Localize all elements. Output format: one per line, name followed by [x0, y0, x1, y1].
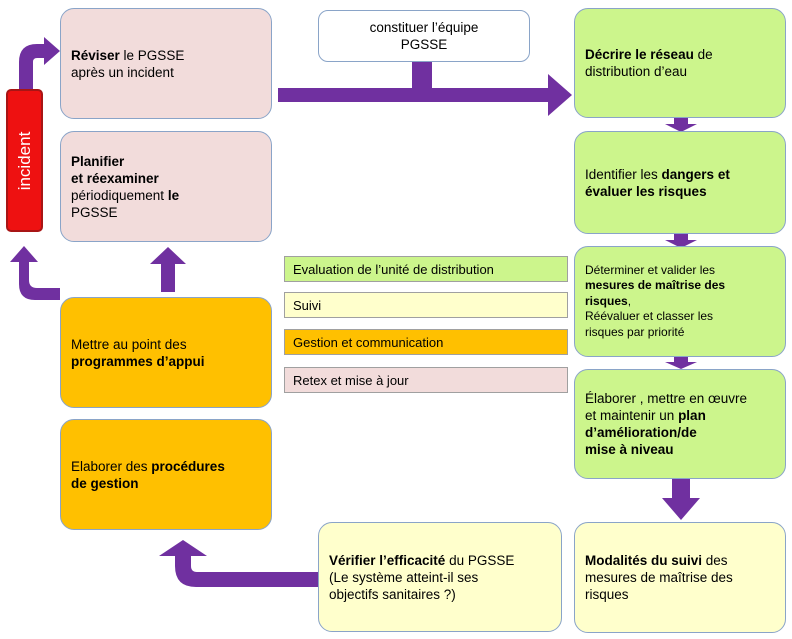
planifier-line3-bold: le: [167, 187, 180, 203]
modalites-line2: mesures de maîtrise des: [585, 570, 733, 585]
verifier-box: Vérifier l’efficacité du PGSSE(Le systèm…: [318, 522, 562, 632]
reviser-line2: après un incident: [71, 64, 174, 80]
decrire-line2: distribution d’eau: [585, 64, 688, 79]
verifier-bold: Vérifier l’efficacité: [329, 552, 446, 568]
arrow-verifier-procedures: [159, 540, 318, 587]
arrow-determiner-elaborer: [665, 357, 697, 369]
decrire-rest: de: [693, 47, 713, 62]
reviser-rest: le PGSSE: [119, 47, 185, 63]
elaborer-line2: et maintenir un: [585, 408, 679, 423]
identifier-bold: dangers et: [661, 166, 730, 182]
procedures-box: Elaborer des procédures de gestion: [60, 419, 272, 530]
determiner-line5: risques par priorité: [585, 324, 685, 339]
arrow-programmes-planifier: [150, 247, 186, 292]
legend-suivi: Suivi: [284, 292, 568, 318]
elaborer-line4: mise à niveau: [585, 442, 674, 457]
arrow-elaborer-modalites: [662, 479, 700, 520]
determiner-line2: mesures de maîtrise des: [585, 278, 726, 293]
procedures-line2: de gestion: [71, 475, 139, 491]
identifier-line2: évaluer les risques: [585, 183, 707, 199]
modalites-rest: des: [702, 553, 728, 568]
elaborer-line1: Élaborer , mettre en œuvre: [585, 391, 748, 406]
constituer-line2: PGSSE: [400, 37, 448, 52]
modalites-box: Modalités du suivi des mesures de maîtris…: [574, 522, 786, 633]
determiner-line4: Réévaluer et classer les: [585, 309, 714, 324]
programmes-line2: programmes d’appui: [71, 353, 205, 369]
identifier-line1: Identifier les: [585, 166, 662, 182]
decrire-box: Décrire le réseau de distribution d’eau: [574, 8, 786, 118]
constituer-line1: constituer l’équipe: [369, 20, 479, 35]
legend-retex: Retex et mise à jour: [284, 367, 568, 393]
procedures-line1: Elaborer des: [71, 458, 152, 474]
arrow-to-incident: [10, 246, 60, 300]
determiner-line1: Déterminer et valider les: [585, 262, 716, 277]
planifier-line4: PGSSE: [71, 204, 118, 220]
decrire-bold: Décrire le réseau: [585, 47, 694, 62]
connector-constituer: [412, 62, 432, 90]
planifier-line1: Planifier: [71, 153, 125, 169]
verifier-line2: (Le système atteint-il ses: [329, 569, 479, 585]
planifier-line2: et réexaminer: [71, 170, 159, 186]
elaborer-box: Élaborer , mettre en œuvre et maintenir u…: [574, 369, 786, 479]
arrow-identifier-determiner: [665, 234, 697, 248]
procedures-bold: procédures: [151, 458, 225, 474]
determiner-line3: risques: [585, 293, 628, 308]
elaborer-bold: plan: [678, 408, 706, 423]
legend-evaluation-label: Evaluation de l’unité de distribution: [293, 261, 494, 277]
reviser-bold: Réviser: [71, 47, 120, 63]
legend-evaluation: Evaluation de l’unité de distribution: [284, 256, 568, 282]
modalites-line3: risques: [585, 587, 629, 602]
arrow-incident-reviser: [19, 37, 60, 89]
verifier-line3: objectifs sanitaires ?): [329, 586, 456, 602]
arrow-decrire-identifier: [665, 118, 697, 132]
programmes-line1: Mettre au point des: [71, 336, 187, 352]
legend-gestion: Gestion et communication: [284, 329, 568, 355]
verifier-rest: du PGSSE: [445, 552, 515, 568]
incident-label: incident: [14, 131, 34, 190]
planifier-line3: périodiquement: [71, 187, 168, 203]
legend-suivi-label: Suivi: [293, 297, 322, 313]
legend-gestion-label: Gestion et communication: [293, 334, 444, 350]
elaborer-line3: d’amélioration/de: [585, 425, 697, 440]
determiner-line3-comma: ,: [627, 293, 632, 308]
legend-retex-label: Retex et mise à jour: [293, 372, 409, 388]
arrow-to-decrire: [278, 74, 572, 116]
modalites-bold: Modalités du suivi: [585, 553, 703, 568]
incident-box: incident: [6, 89, 43, 232]
